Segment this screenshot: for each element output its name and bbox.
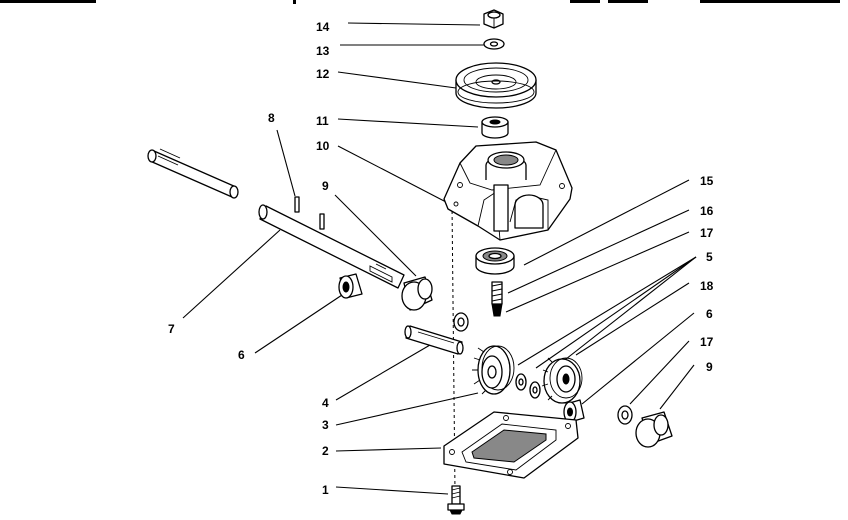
- pins: [294, 196, 325, 230]
- washer-top: [483, 38, 505, 50]
- callout-17b: 17: [700, 335, 714, 349]
- callout-6b: 6: [706, 307, 713, 321]
- washers-right: [515, 373, 541, 399]
- callout-18: 18: [700, 279, 714, 293]
- callout-2: 2: [322, 444, 329, 458]
- bushing-left: [338, 273, 363, 299]
- callout-1: 1: [322, 483, 329, 497]
- leader-lines: [182, 22, 697, 495]
- callout-13: 13: [316, 44, 330, 58]
- spacer: [481, 116, 509, 139]
- callout-3: 3: [322, 418, 329, 432]
- callout-9a: 9: [322, 179, 329, 193]
- worm-screw: [491, 281, 503, 317]
- axle-shaft: [147, 148, 239, 199]
- callout-12: 12: [316, 67, 330, 81]
- callout-4: 4: [322, 396, 329, 410]
- callout-7: 7: [168, 322, 175, 336]
- callout-14: 14: [316, 20, 330, 34]
- callout-5: 5: [706, 250, 713, 264]
- bearing: [475, 247, 515, 275]
- callout-11: 11: [316, 114, 329, 128]
- thrust-bushing-left: [401, 276, 433, 311]
- pinion-gear: [541, 357, 583, 404]
- washer-center: [453, 312, 469, 332]
- top-edge-artifacts: [0, 0, 840, 4]
- pulley: [455, 62, 537, 109]
- callout-labels: 14 13 12 11 10 8 9 15 16 17 5 18 6 17 9 …: [168, 20, 714, 497]
- callout-10: 10: [316, 139, 330, 153]
- gasket: [443, 411, 579, 479]
- thrust-bushing-right: [635, 411, 673, 448]
- hex-nut: [483, 9, 504, 29]
- gear-shaft: [404, 325, 464, 355]
- callout-8: 8: [268, 111, 275, 125]
- bolt: [447, 485, 465, 515]
- callout-17a: 17: [700, 226, 714, 240]
- callout-9b: 9: [706, 360, 713, 374]
- bushing-right: [563, 399, 585, 423]
- callout-6a: 6: [238, 348, 245, 362]
- callout-15: 15: [700, 174, 714, 188]
- gear-housing: [443, 141, 573, 241]
- drive-shaft: [258, 204, 405, 289]
- washer-right: [617, 405, 633, 425]
- callout-16: 16: [700, 204, 714, 218]
- worm-gear: [472, 345, 515, 395]
